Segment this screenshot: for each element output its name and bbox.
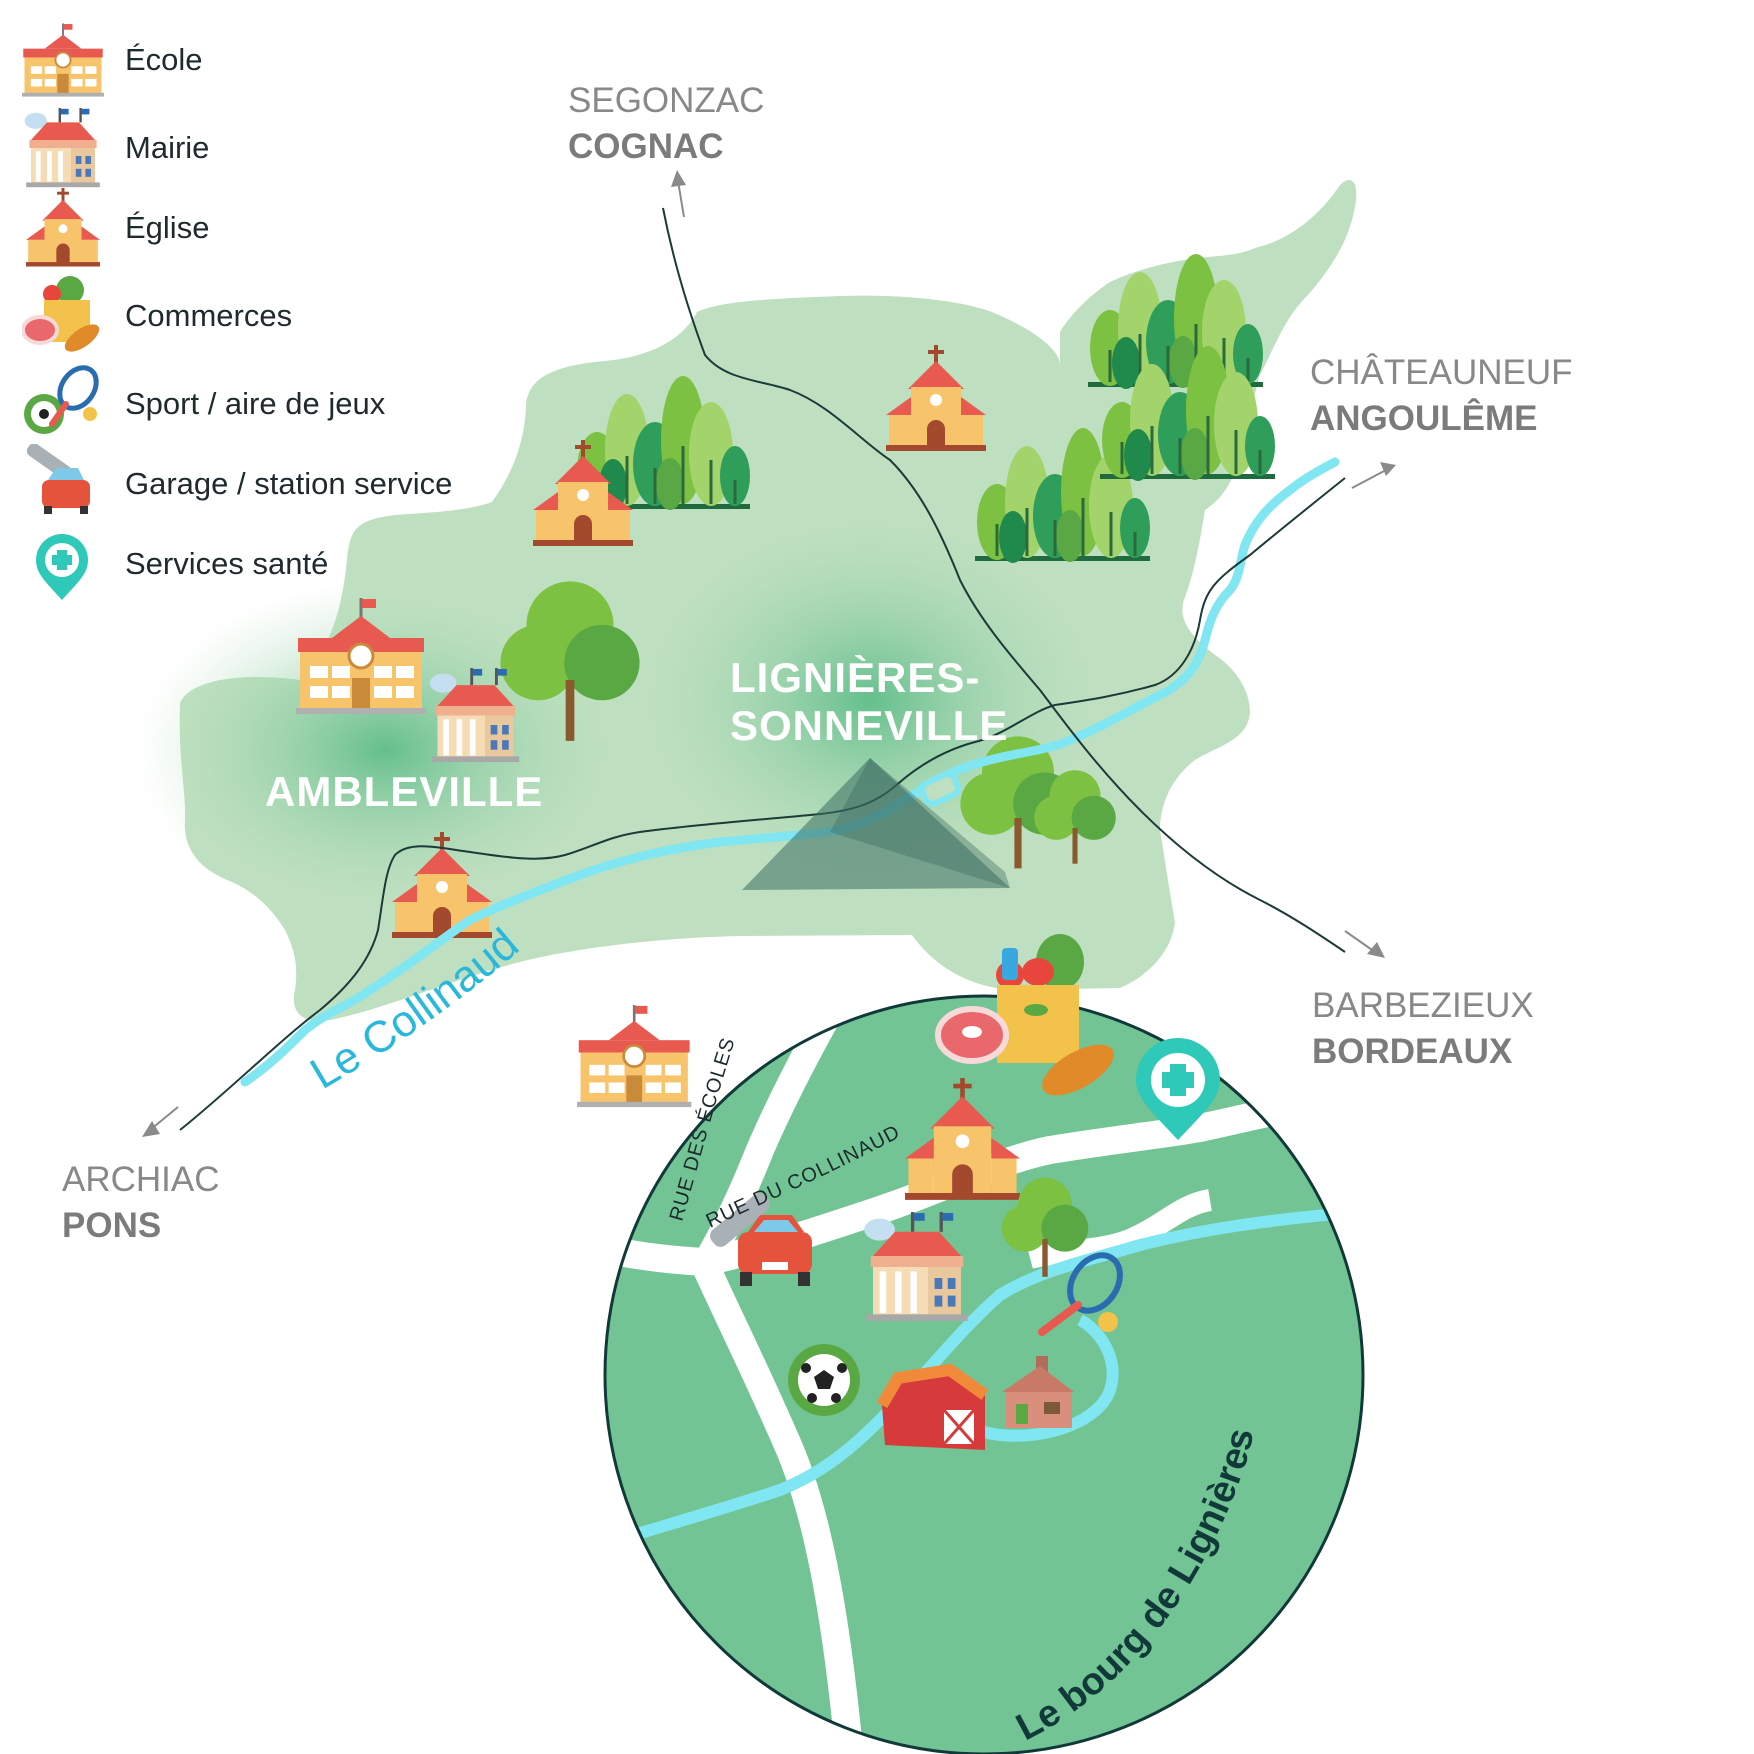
shops-icon <box>22 276 100 352</box>
inset-river <box>605 1204 1363 1551</box>
arrow-southeast-icon <box>1344 930 1385 958</box>
legend-label: Église <box>125 210 210 245</box>
destination-line2: BORDEAUX <box>1312 1032 1513 1071</box>
destination-east: CHÂTEAUNEUF ANGOULÊME <box>1310 350 1573 442</box>
legend-item-sport: Sport / aire de jeux <box>22 364 542 444</box>
road-rue-des-ecoles <box>689 996 883 1754</box>
legend-label: Commerces <box>125 298 293 333</box>
arrow-east-icon <box>1351 462 1396 489</box>
sport-icon <box>24 365 99 434</box>
barn-icon <box>876 1363 989 1450</box>
church-icon <box>24 188 102 268</box>
legend-label: Services santé <box>125 546 329 581</box>
shops-icon <box>935 934 1114 1096</box>
brick-house-icon <box>1002 1356 1074 1428</box>
legend-label: Mairie <box>125 130 210 165</box>
town-label-lignieres: LIGNIÈRES- SONNEVILLE <box>730 654 1008 750</box>
destination-southwest: ARCHIAC PONS <box>62 1157 220 1249</box>
legend-label: École <box>125 42 203 77</box>
health-icon <box>36 534 88 600</box>
school-icon <box>575 1003 693 1109</box>
legend-label: Garage / station service <box>125 466 453 501</box>
arrow-southwest-icon <box>142 1106 179 1137</box>
destination-line1: BARBEZIEUX <box>1312 986 1534 1025</box>
arrow-north-icon <box>671 170 686 218</box>
legend-label: Sport / aire de jeux <box>125 386 386 421</box>
town-label-line1: LIGNIÈRES- <box>730 654 981 701</box>
legend-item-sante: Services santé <box>22 524 542 604</box>
legend-item-commerces: Commerces <box>22 276 542 356</box>
school-icon <box>22 22 104 98</box>
legend-item-mairie: Mairie <box>22 108 542 188</box>
north-road <box>662 207 1346 953</box>
destination-line2: ANGOULÊME <box>1310 399 1538 438</box>
river-loop <box>919 771 961 807</box>
inset-map <box>603 994 1365 1754</box>
destination-north: SEGONZAC COGNAC <box>568 78 764 170</box>
legend-item-garage: Garage / station service <box>22 444 542 524</box>
town-label-line2: SONNEVILLE <box>730 702 1009 749</box>
town-hall-icon <box>23 108 102 188</box>
soccer-icon <box>788 1344 860 1416</box>
tennis-icon <box>1038 1252 1123 1336</box>
destination-line1: ARCHIAC <box>62 1160 220 1199</box>
legend-item-ecole: École <box>22 20 542 100</box>
main-road <box>179 477 1346 1131</box>
road-top <box>1027 1189 1213 1269</box>
health-icon <box>1136 1038 1220 1140</box>
zoom-cone <box>742 758 1010 890</box>
destination-line1: SEGONZAC <box>568 81 765 120</box>
destination-southeast: BARBEZIEUX BORDEAUX <box>1312 983 1534 1075</box>
destination-line2: PONS <box>62 1206 162 1245</box>
town-label-ambleville: AMBLEVILLE <box>265 768 544 815</box>
legend-item-eglise: Église <box>22 188 542 268</box>
destination-line1: CHÂTEAUNEUF <box>1310 353 1573 392</box>
destination-line2: COGNAC <box>568 127 724 166</box>
garage-icon <box>26 444 90 514</box>
garage-icon <box>710 1193 812 1286</box>
